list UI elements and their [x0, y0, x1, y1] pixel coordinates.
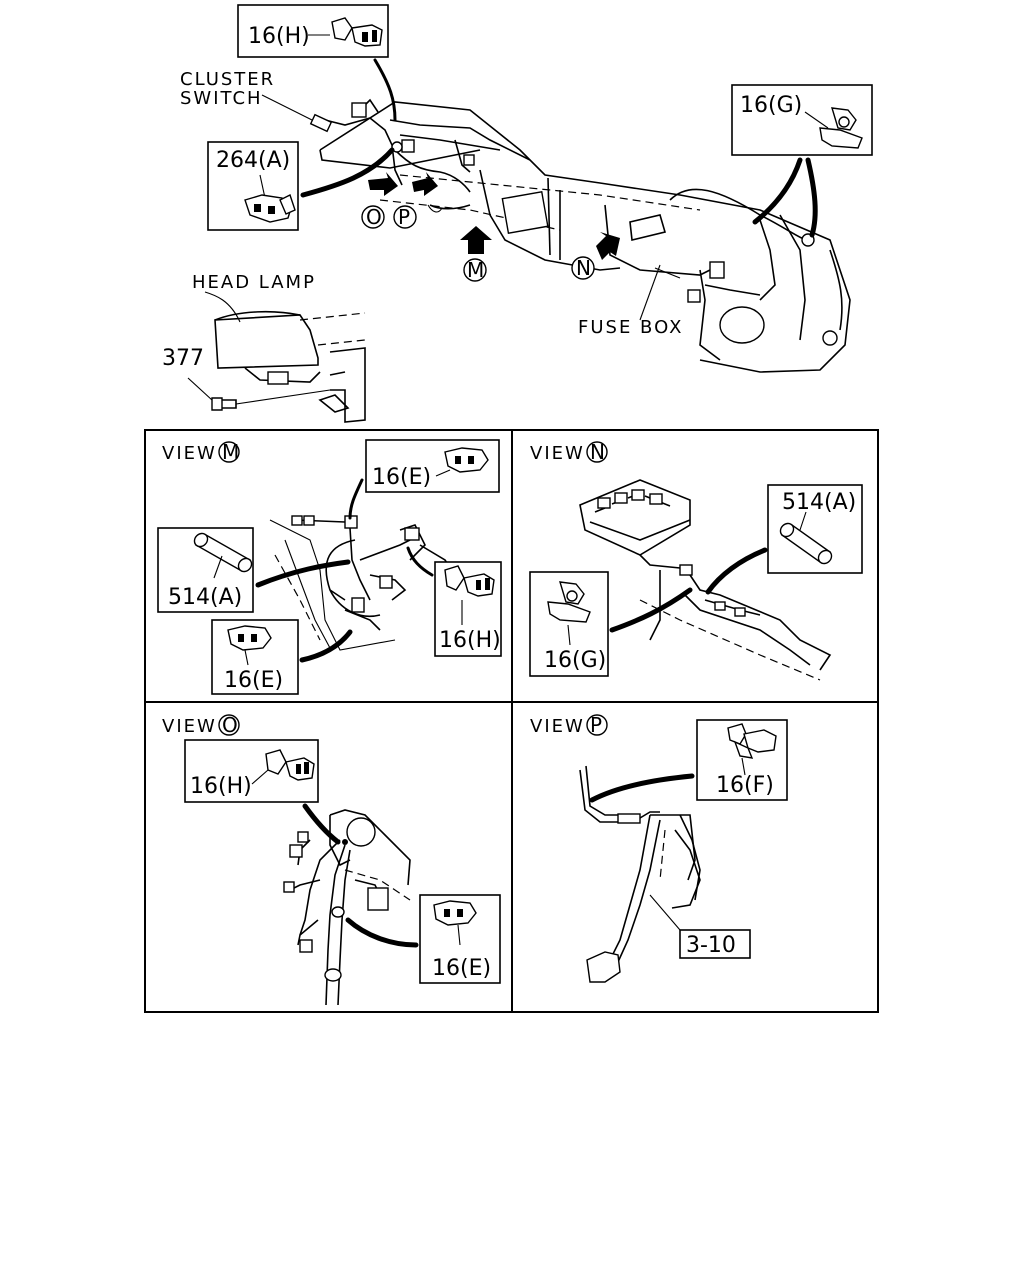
part-16g-label: 16(G) — [740, 93, 802, 118]
arrow-o-icon — [368, 172, 398, 196]
view-m-16h-label: 16(H) — [439, 628, 501, 653]
view-o-16e-label: 16(E) — [432, 956, 491, 981]
clip-16f-icon — [727, 723, 777, 759]
callout-16h-top: 16(H) — [237, 4, 397, 122]
clip-16h-icon — [444, 565, 495, 597]
view-o-16h-label: 16(H) — [190, 774, 252, 799]
view-marker-m: M — [460, 226, 492, 282]
view-m-title: VIEW — [162, 443, 217, 464]
clip-16h-icon — [331, 17, 383, 47]
tube-514a-icon — [779, 522, 833, 565]
view-n-panel: VIEW N 514(A) — [529, 440, 863, 681]
view-p-marker: P — [590, 713, 602, 737]
view-n-16g-label: 16(G) — [544, 648, 606, 673]
view-n-514a-label: 514(A) — [782, 490, 856, 515]
view-m-marker: M — [222, 440, 239, 464]
cluster-switch-label-2: SWITCH — [180, 88, 263, 109]
view-p-3-10-label: 3-10 — [686, 933, 736, 958]
view-o-callout-16h — [184, 739, 319, 803]
view-panels-grid — [144, 429, 879, 1013]
arrow-m-icon — [460, 226, 492, 254]
view-m-514a-label: 514(A) — [168, 585, 242, 610]
part-16h-label: 16(H) — [248, 24, 310, 49]
arrow-n-icon — [596, 232, 620, 260]
clip-16h-icon — [265, 749, 315, 781]
svg-text:P: P — [398, 205, 410, 229]
head-lamp-label: HEAD LAMP — [192, 272, 316, 293]
view-n-marker: N — [590, 440, 605, 464]
clip-16g-icon — [819, 107, 863, 149]
view-marker-n: N — [571, 232, 620, 280]
view-p-title: VIEW — [530, 716, 585, 737]
cluster-switch-connector — [309, 113, 333, 133]
view-n-title: VIEW — [530, 443, 585, 464]
view-o-title: VIEW — [162, 716, 217, 737]
view-marker-p: P — [393, 172, 443, 229]
clip-264a-icon — [244, 194, 296, 223]
view-m-16e-top-label: 16(E) — [372, 465, 431, 490]
view-o-panel: VIEW O 16(H) — [162, 713, 501, 1006]
fuse-box-label: FUSE BOX — [578, 317, 683, 338]
svg-text:O: O — [366, 205, 382, 229]
view-marker-o: O — [361, 172, 398, 229]
callout-264a: 264(A) — [207, 141, 395, 231]
view-m-panel: VIEW M 16(E) — [157, 439, 502, 695]
cluster-switch-leader — [261, 94, 319, 124]
cluster-switch-label-1: CLUSTER — [180, 69, 275, 90]
view-p-panel: VIEW P 16(F) 3-10 — [530, 713, 788, 983]
arrow-p-icon — [412, 172, 438, 196]
clip-16g-icon — [547, 581, 591, 623]
callout-16g-top: 16(G) — [731, 84, 873, 238]
part-264a-label: 264(A) — [216, 148, 290, 173]
clip-16e-icon — [444, 447, 489, 473]
clip-16e-icon — [433, 900, 477, 926]
view-p-ref-3-10-box — [679, 929, 751, 959]
svg-text:N: N — [576, 256, 591, 280]
bolt-377-label: 377 — [162, 346, 204, 371]
clip-16e-icon — [227, 625, 272, 651]
tube-514a-icon — [193, 532, 253, 573]
view-m-16e-bottom-label: 16(E) — [224, 668, 283, 693]
view-p-16f-label: 16(F) — [716, 773, 774, 798]
svg-text:M: M — [467, 258, 484, 282]
view-o-marker: O — [222, 713, 238, 737]
